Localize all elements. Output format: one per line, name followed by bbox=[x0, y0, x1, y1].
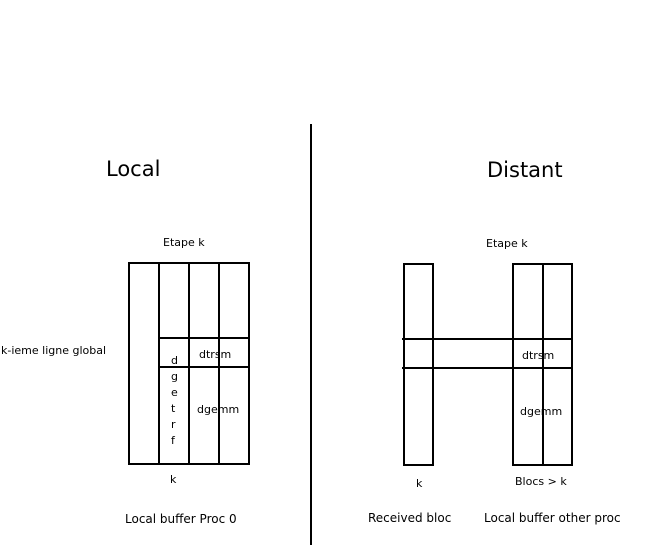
local-matrix bbox=[128, 262, 250, 465]
local-step-label: Etape k bbox=[163, 236, 205, 249]
local-dgetrf-letter: f bbox=[171, 434, 176, 447]
other-buffer-label: Local buffer other proc bbox=[484, 511, 621, 525]
local-dgemm-label: dgemm bbox=[197, 403, 239, 416]
local-k-label: k bbox=[170, 473, 177, 486]
distant-dgemm-label: dgemm bbox=[520, 405, 562, 418]
distant-k-label: k bbox=[416, 477, 423, 490]
local-heading: Local bbox=[106, 157, 160, 181]
received-bloc bbox=[403, 263, 434, 466]
local-dgetrf-letter: e bbox=[171, 386, 178, 399]
local-row-label: k-ieme ligne global bbox=[1, 344, 106, 357]
local-dgetrf-letter: d bbox=[171, 354, 178, 367]
distant-step-label: Etape k bbox=[486, 237, 528, 250]
distant-dtrsm-label: dtrsm bbox=[522, 349, 554, 362]
distant-heading: Distant bbox=[487, 158, 563, 182]
received-bloc-outline bbox=[403, 263, 434, 466]
distant-matrix bbox=[512, 263, 573, 466]
local-dtrsm-label: dtrsm bbox=[199, 348, 231, 361]
distant-blocs-label: Blocs > k bbox=[515, 475, 567, 488]
local-dgetrf-letter: r bbox=[171, 418, 176, 431]
local-dgetrf-letter: t bbox=[171, 402, 176, 415]
local-dgetrf-letter: g bbox=[171, 370, 178, 383]
received-bloc-label: Received bloc bbox=[368, 511, 451, 525]
local-buffer-label: Local buffer Proc 0 bbox=[125, 512, 237, 526]
